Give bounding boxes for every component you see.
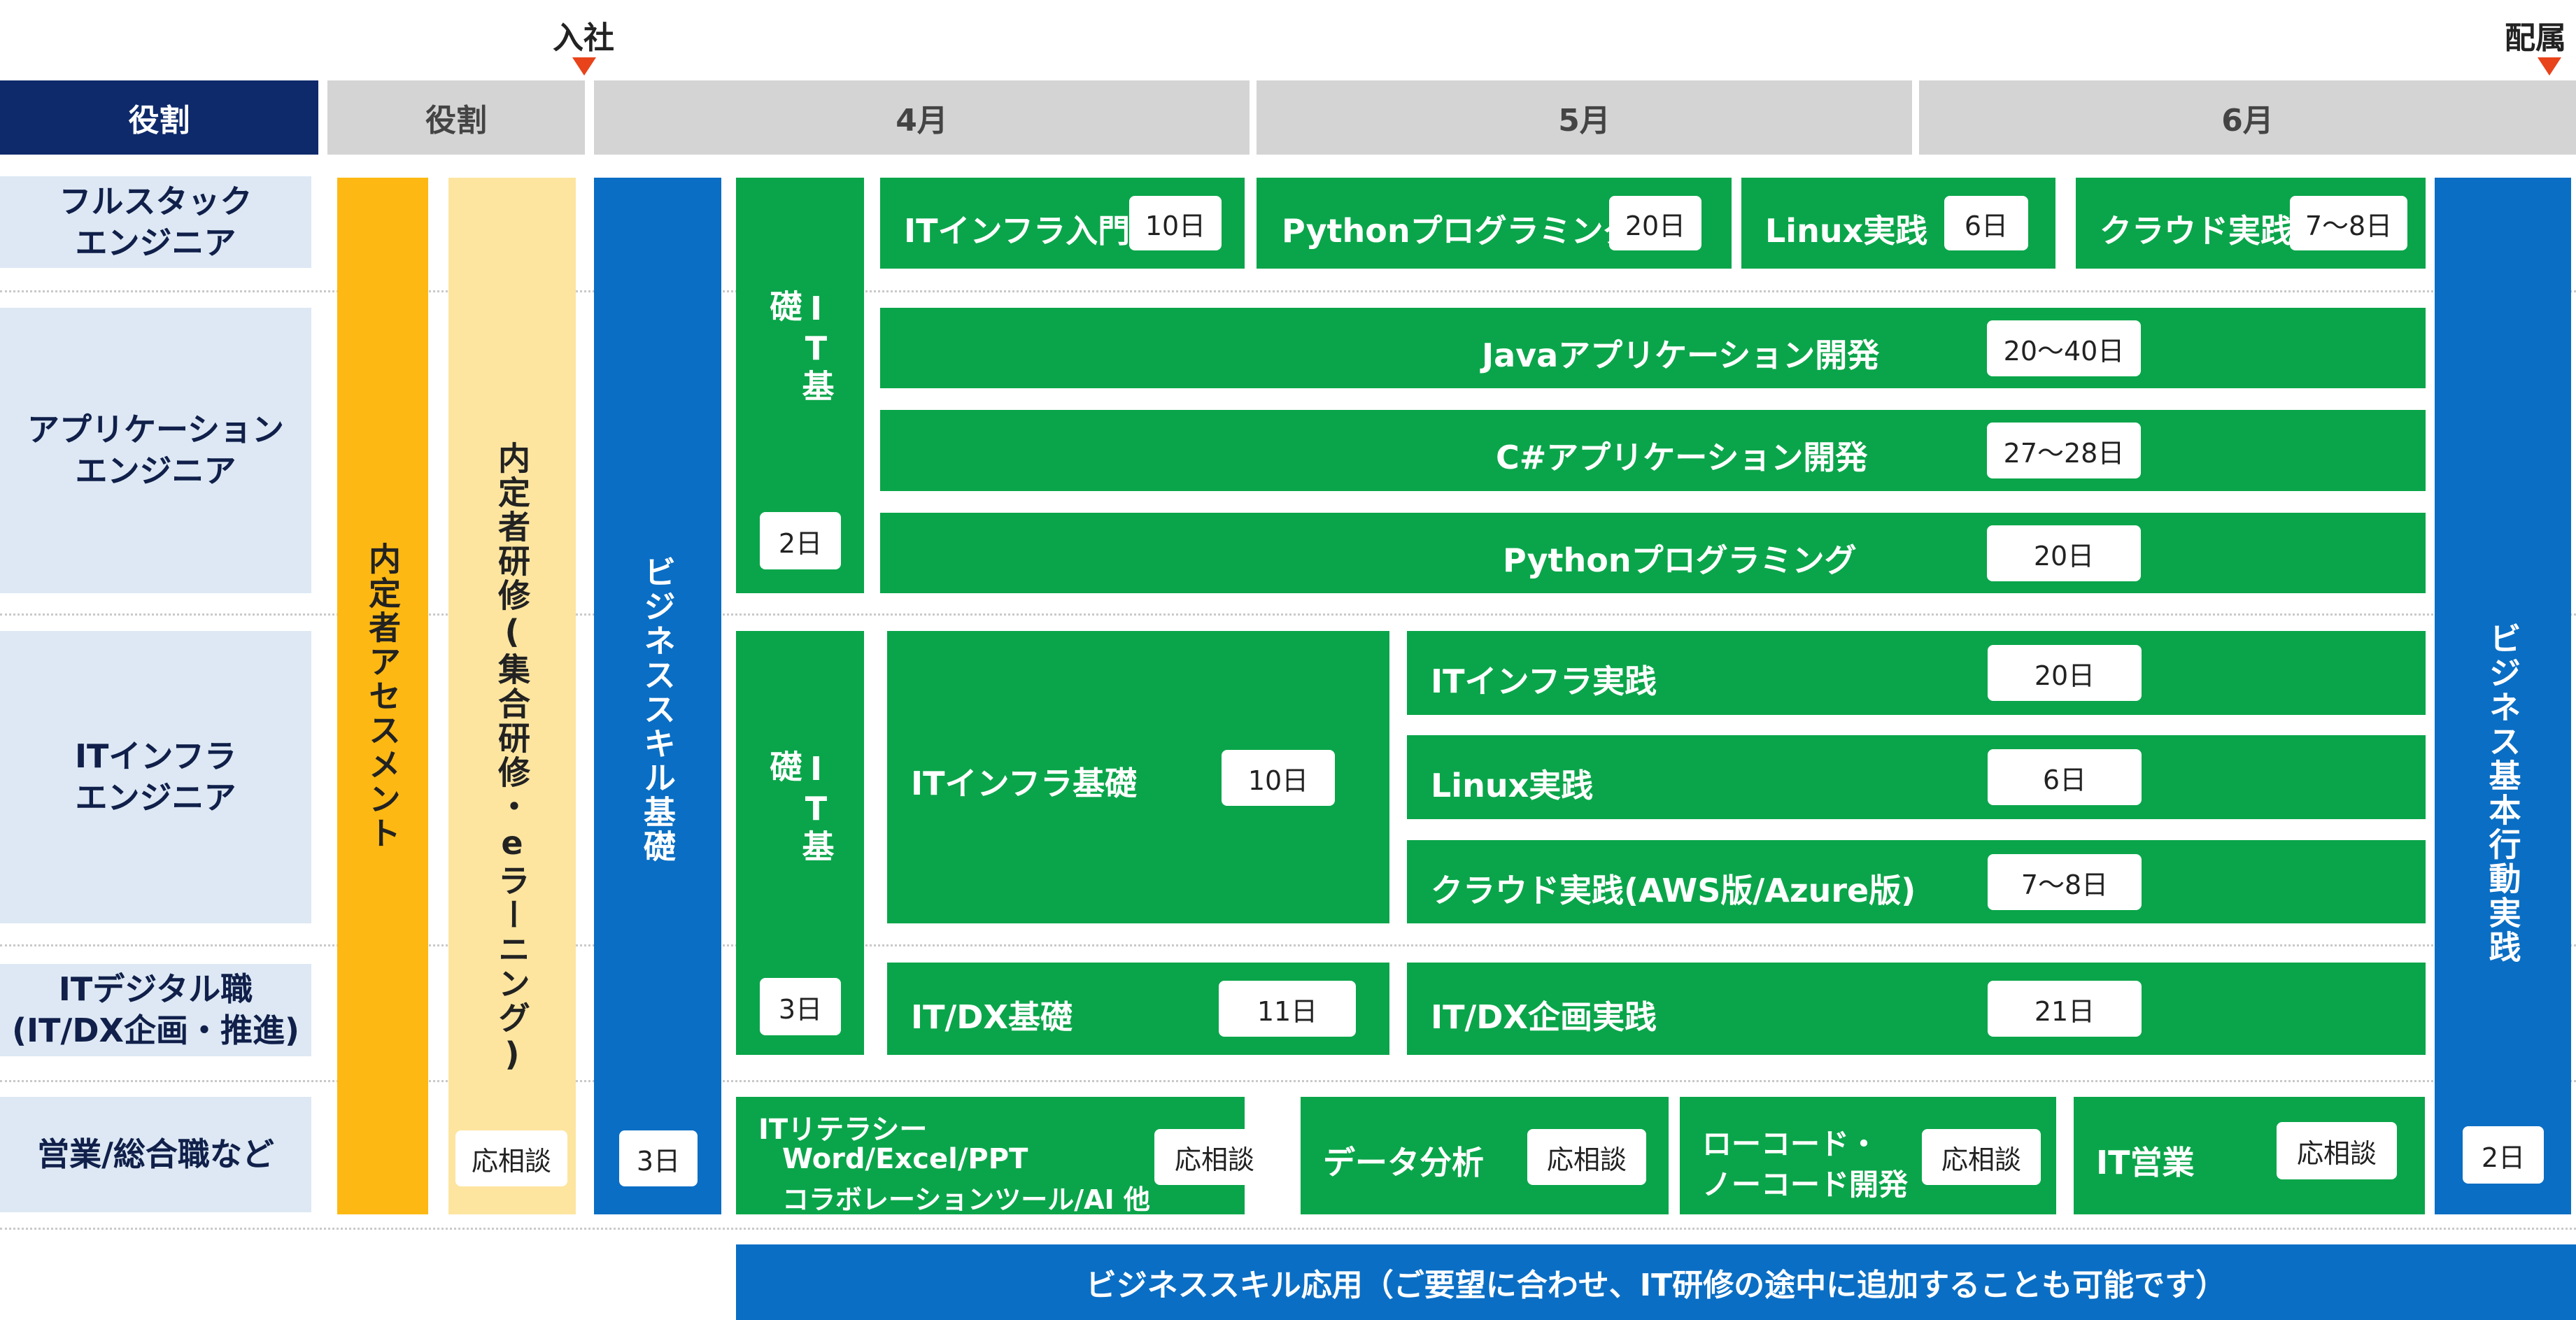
- course-line2: ノーコード開発: [1702, 1168, 1909, 1202]
- course-title: データ分析: [1323, 1144, 1484, 1181]
- course-cloud-practice: クラウド実践 7〜8日: [2076, 178, 2426, 269]
- course-linux-practice: Linux実践 6日: [1741, 178, 2055, 269]
- course-it-dx-basic: IT/DX基礎 11日: [887, 963, 1389, 1055]
- join-marker-triangle-icon: [572, 57, 596, 76]
- pre-training-days-pill: 応相談: [455, 1130, 567, 1186]
- role-it-digital: ITデジタル職 (IT/DX企画・推進): [0, 964, 311, 1056]
- course-title: IT/DX企画実践: [1431, 998, 1657, 1036]
- course-days-pill: 10日: [1222, 750, 1335, 806]
- biz-applied-bar: ビジネススキル応用（ご要望に合わせ、IT研修の途中に追加することも可能です）: [736, 1244, 2576, 1320]
- assign-marker-triangle-icon: [2538, 57, 2561, 76]
- biz-basic-bar: ビジネススキル基礎 3日: [594, 178, 721, 1214]
- row-separator: [0, 1228, 2576, 1230]
- course-days-pill: 20日: [1987, 525, 2141, 581]
- course-csharp-app-dev: C#アプリケーション開発 27〜28日: [880, 410, 2426, 491]
- biz-basic-label: ビジネススキル基礎: [639, 555, 677, 864]
- course-low-code: ローコード・ ノーコード開発 応相談: [1680, 1097, 2056, 1214]
- course-python-programming: Pythonプログラミング 20日: [1257, 178, 1732, 269]
- course-days-pill: 応相談: [1922, 1129, 2041, 1185]
- header-month-may: 5月: [1257, 80, 1912, 155]
- role-fullstack-line1: フルスタック: [59, 182, 253, 220]
- join-marker-label: 入社: [553, 20, 614, 56]
- role-fullstack-line2: エンジニア: [75, 223, 236, 262]
- course-title: Linux実践: [1765, 212, 1928, 250]
- it-basic-2-label: IT基礎: [765, 750, 835, 864]
- it-basic-2-days-pill: 3日: [760, 978, 841, 1035]
- course-title: ITインフラ入門: [904, 212, 1131, 250]
- role-sales-general: 営業/総合職など: [0, 1097, 311, 1212]
- header-month-june: 6月: [1919, 80, 2576, 155]
- biz-action-bar: ビジネス基本行動実践 2日: [2435, 178, 2571, 1214]
- course-days-pill: 20日: [1609, 196, 1701, 250]
- role-dx-line2: (IT/DX企画・推進): [12, 1012, 299, 1049]
- it-basic-1-label: IT基礎: [765, 290, 835, 404]
- header-role-dark: 役割: [0, 80, 318, 155]
- course-it-dx-planning: IT/DX企画実践 21日: [1407, 963, 2426, 1055]
- course-days-pill: 応相談: [2277, 1122, 2397, 1179]
- role-dx-line1: ITデジタル職: [58, 970, 253, 1009]
- course-python-programming-app: Pythonプログラミング 20日: [880, 513, 2426, 593]
- role-infra-line1: ITインフラ: [74, 737, 237, 776]
- course-title: クラウド実践: [2100, 212, 2293, 250]
- role-infra-line2: エンジニア: [75, 779, 236, 816]
- role-it-infra-engineer: ITインフラ エンジニア: [0, 631, 311, 923]
- course-it-sales: IT営業 応相談: [2074, 1097, 2425, 1214]
- course-title: Pythonプログラミング: [1503, 541, 1857, 579]
- biz-action-label: ビジネス基本行動実践: [2484, 622, 2522, 965]
- row-separator: [0, 290, 2576, 292]
- assessment-label: 内定者アセスメント: [364, 541, 402, 851]
- course-title: ITインフラ基礎: [911, 765, 1138, 802]
- pre-training-bar: 内定者研修(集合研修・eラーニング) 応相談: [448, 178, 576, 1214]
- course-title: C#アプリケーション開発: [1496, 439, 1868, 476]
- course-days-pill: 応相談: [1527, 1129, 1646, 1185]
- header-role-gray: 役割: [327, 80, 585, 155]
- row-separator: [0, 944, 2576, 946]
- course-days-pill: 7〜8日: [2290, 196, 2407, 250]
- row-separator: [0, 1080, 2576, 1082]
- course-title: Javaアプリケーション開発: [1482, 336, 1880, 374]
- course-title: ITインフラ実践: [1431, 662, 1657, 700]
- course-title: Linux実践: [1431, 767, 1594, 804]
- assessment-bar: 内定者アセスメント: [337, 178, 428, 1214]
- course-it-literacy: ITリテラシー Word/Excel/PPT コラボレーションツール/AI 他 …: [736, 1097, 1275, 1215]
- course-days-pill: 20〜40日: [1987, 320, 2141, 376]
- course-line1: ITリテラシー: [758, 1114, 928, 1146]
- course-java-app-dev: Javaアプリケーション開発 20〜40日: [880, 308, 2426, 388]
- it-basic-1-days-pill: 2日: [760, 512, 841, 569]
- course-cloud-practice-aws-azure: クラウド実践(AWS版/Azure版) 7〜8日: [1407, 840, 2426, 923]
- it-basic-1-bar: IT基礎 2日: [736, 178, 864, 593]
- course-days-pill: 27〜28日: [1987, 423, 2141, 478]
- course-it-infra-intro: ITインフラ入門 10日: [880, 178, 1245, 269]
- course-days-pill: 7〜8日: [1988, 854, 2142, 910]
- course-days-pill: 6日: [1944, 196, 2028, 250]
- course-line1: ローコード・: [1702, 1127, 1879, 1161]
- role-application-engineer: アプリケーション エンジニア: [0, 308, 311, 593]
- course-line3: コラボレーションツール/AI 他: [782, 1184, 1150, 1215]
- role-app-line1: アプリケーション: [27, 411, 285, 449]
- course-title: IT/DX基礎: [911, 998, 1073, 1036]
- course-title: IT営業: [2096, 1144, 2195, 1181]
- assign-marker-label: 配属: [2505, 20, 2566, 56]
- course-linux-practice-infra: Linux実践 6日: [1407, 735, 2426, 819]
- role-fullstack-engineer: フルスタック エンジニア: [0, 176, 311, 268]
- course-days-pill: 20日: [1988, 645, 2142, 701]
- biz-basic-days-pill: 3日: [619, 1130, 698, 1186]
- course-it-infra-basic: ITインフラ基礎 10日: [887, 631, 1389, 923]
- header-month-april: 4月: [594, 80, 1250, 155]
- course-data-analysis: データ分析 応相談: [1301, 1097, 1669, 1214]
- course-title: Pythonプログラミング: [1282, 212, 1636, 250]
- course-days-pill: 10日: [1129, 196, 1222, 250]
- course-days-pill: 6日: [1988, 749, 2142, 805]
- course-line2: Word/Excel/PPT: [782, 1143, 1028, 1175]
- course-it-infra-practice: ITインフラ実践 20日: [1407, 631, 2426, 715]
- course-days-pill: 応相談: [1154, 1129, 1275, 1185]
- course-days-pill: 11日: [1219, 981, 1356, 1037]
- course-title: クラウド実践(AWS版/Azure版): [1431, 872, 1916, 909]
- role-app-line2: エンジニア: [75, 452, 236, 490]
- course-days-pill: 21日: [1988, 981, 2142, 1037]
- biz-action-days-pill: 2日: [2463, 1126, 2544, 1184]
- row-separator: [0, 613, 2576, 616]
- pre-training-label: 内定者研修(集合研修・eラーニング): [493, 441, 531, 1075]
- it-basic-2-bar: IT基礎 3日: [736, 631, 864, 1055]
